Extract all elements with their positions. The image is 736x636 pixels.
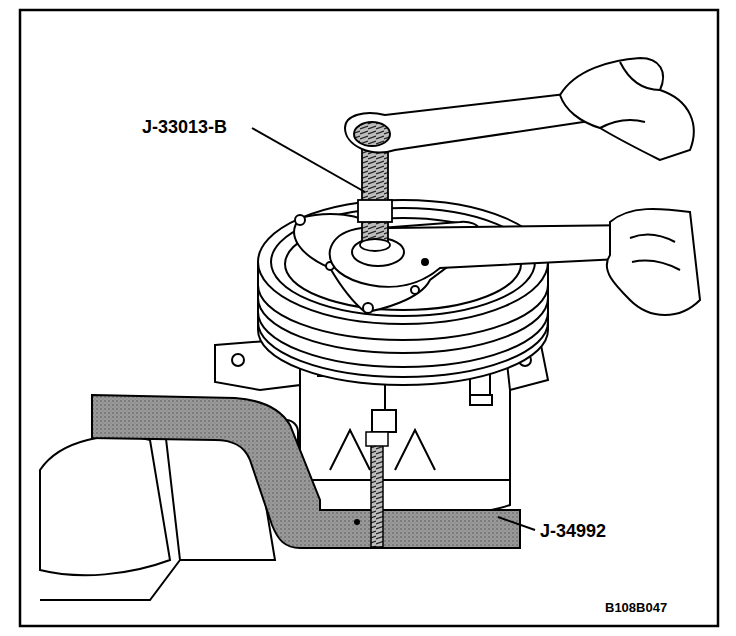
vise (40, 427, 275, 600)
fixture-bolt (366, 432, 388, 547)
hand (607, 209, 700, 315)
leader-line (252, 128, 365, 192)
hand (560, 58, 694, 160)
tool-number: J-33013-B (140, 117, 229, 137)
frame (20, 10, 718, 626)
fixture-hole (354, 519, 360, 525)
leader-line (498, 517, 535, 530)
figure-code: B108B047 (603, 600, 669, 615)
tool-number: J-34992 (538, 521, 608, 541)
holding-fixture (92, 395, 520, 548)
